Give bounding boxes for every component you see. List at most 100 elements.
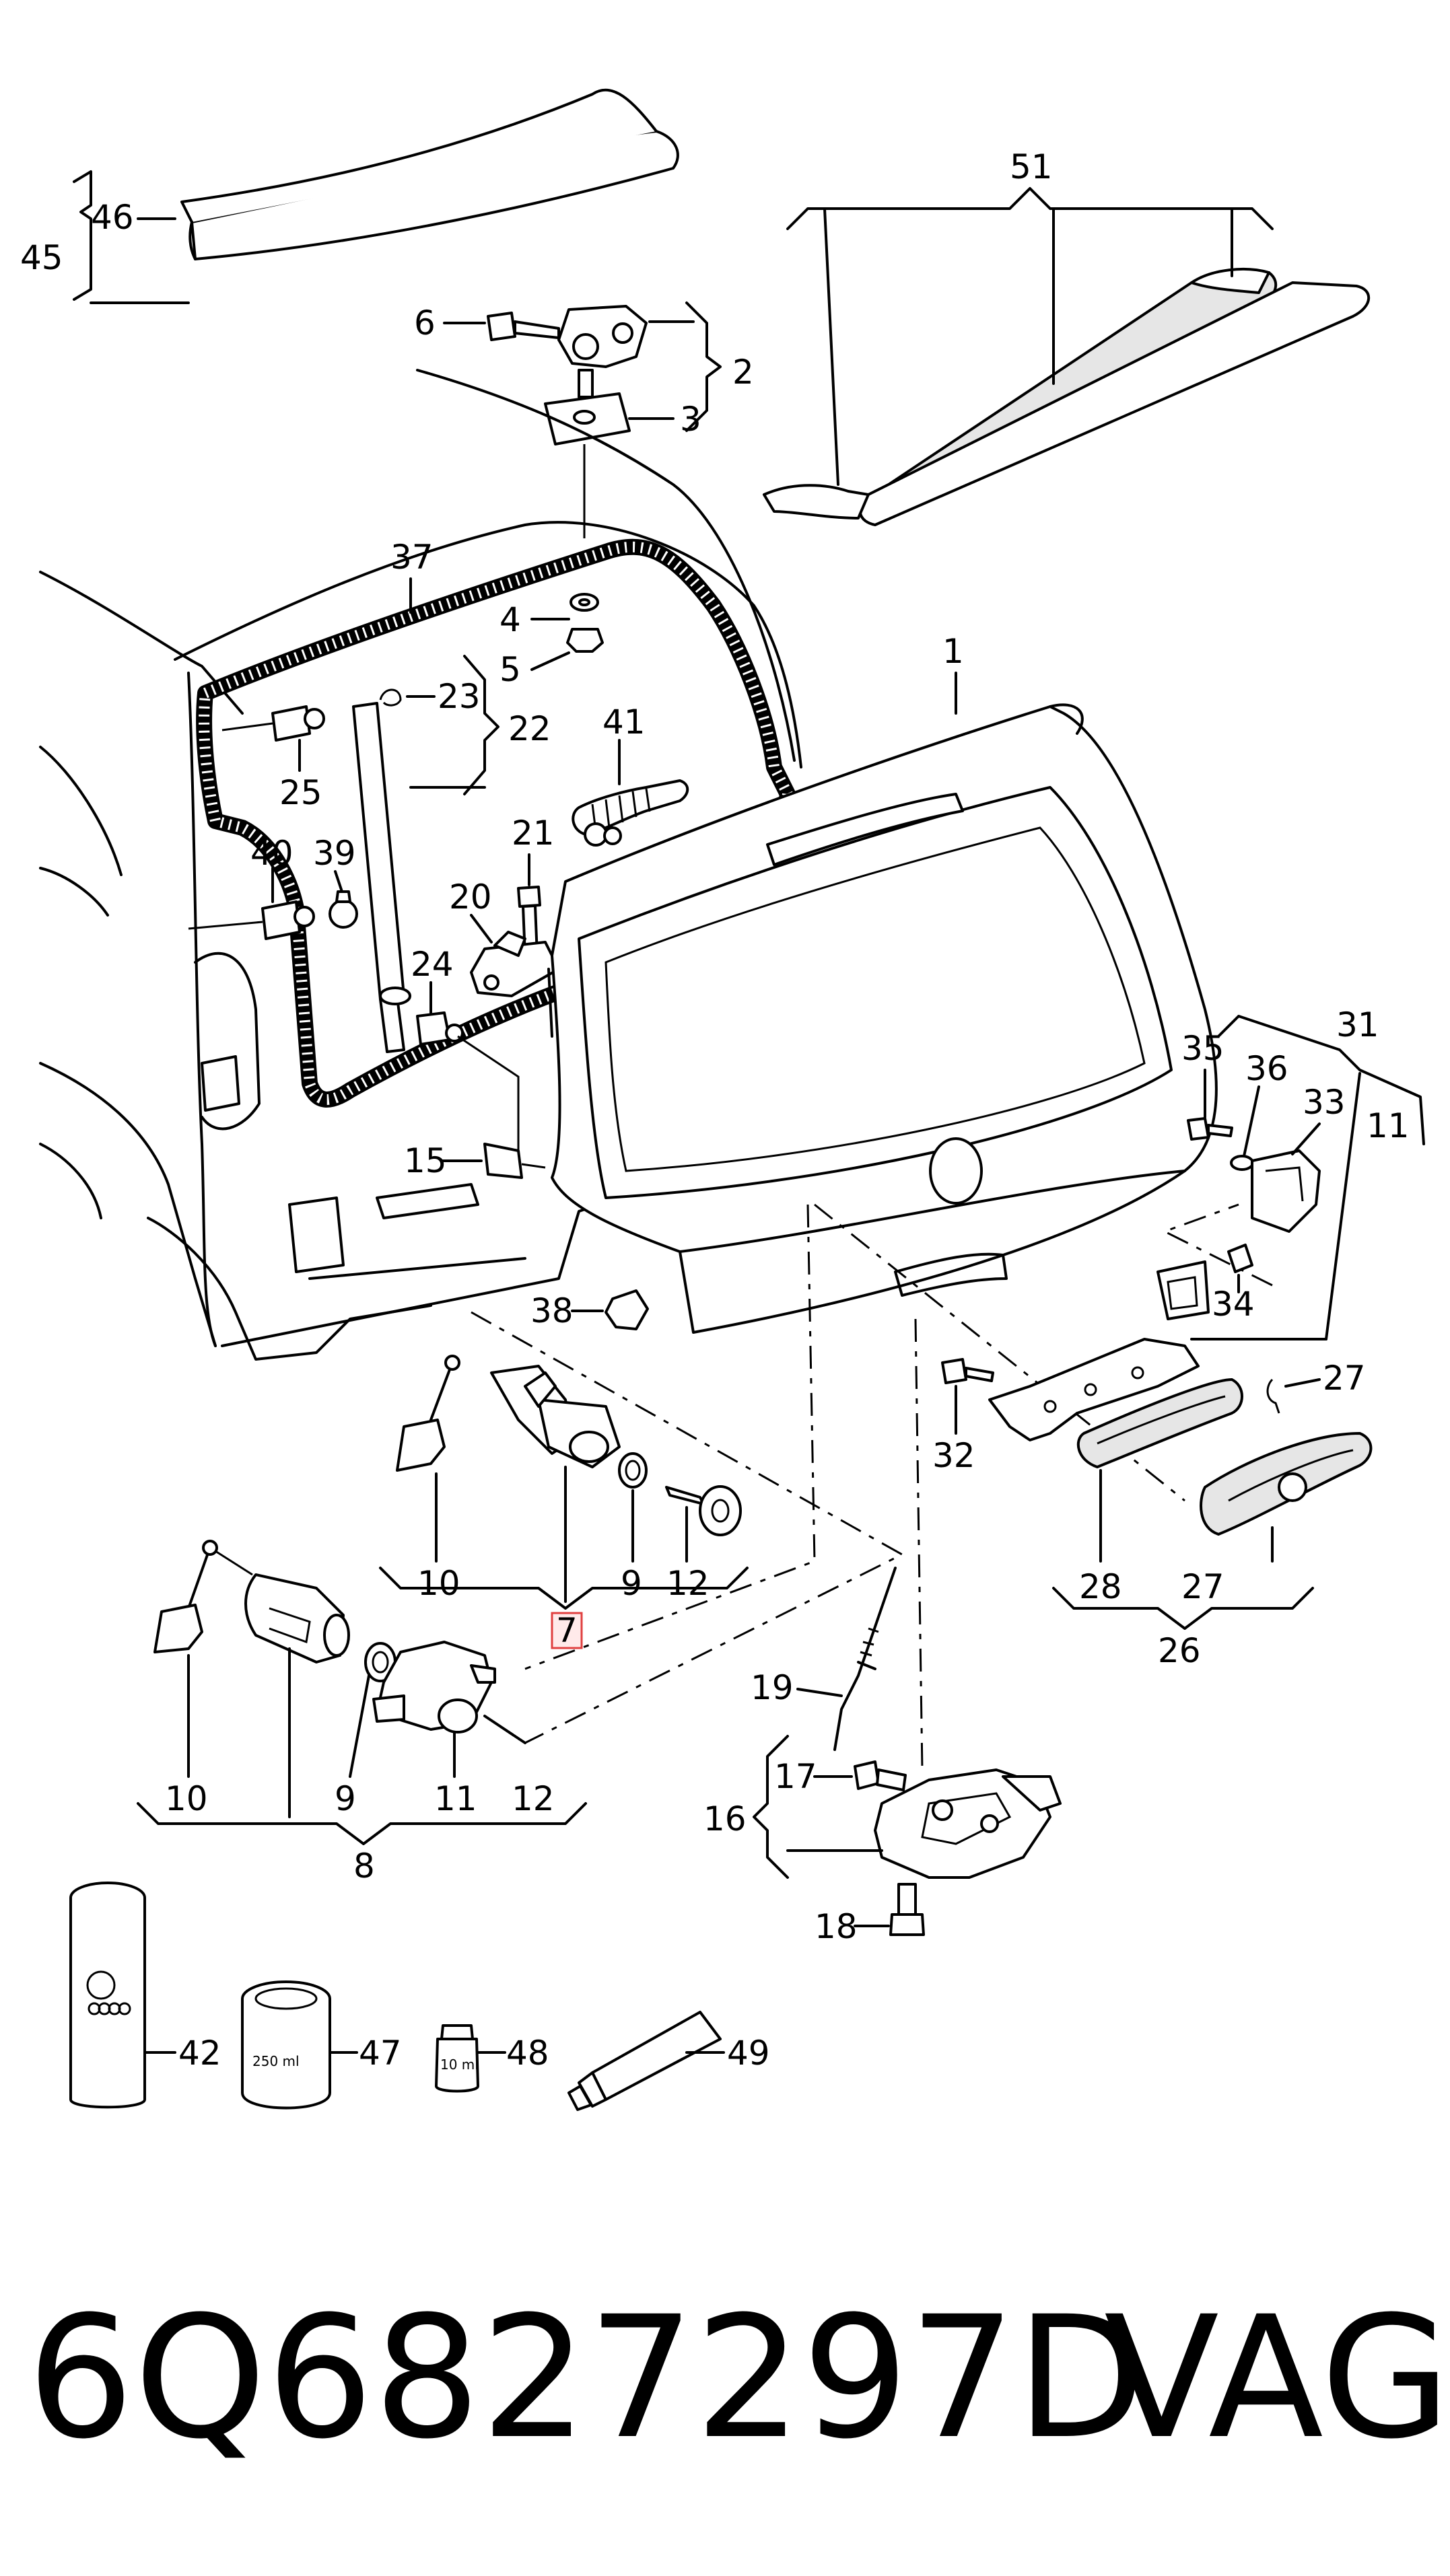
clip-27[interactable] xyxy=(1266,1378,1280,1414)
key-12a[interactable] xyxy=(665,1485,742,1536)
buffer-15[interactable] xyxy=(483,1143,546,1179)
ball-stud-24[interactable] xyxy=(416,1011,464,1046)
bottle-48[interactable]: 10 ml xyxy=(435,2024,479,2093)
callout-20[interactable]: 20 xyxy=(449,878,492,917)
rear-spoiler-51[interactable] xyxy=(763,268,1371,526)
seal-3[interactable] xyxy=(544,392,631,445)
callout-12a[interactable]: 12 xyxy=(666,1564,710,1603)
callout-28[interactable]: 28 xyxy=(1079,1567,1122,1606)
lock-body-11b[interactable] xyxy=(372,1641,496,1733)
callout-26[interactable]: 26 xyxy=(1158,1631,1201,1670)
callout-40[interactable]: 40 xyxy=(250,834,294,873)
callout-25[interactable]: 25 xyxy=(279,773,322,812)
callout-11a[interactable]: 11 xyxy=(1367,1106,1410,1145)
cap-38[interactable] xyxy=(605,1289,649,1330)
handle-28[interactable] xyxy=(1076,1378,1243,1468)
camera-housing-33[interactable] xyxy=(1251,1149,1321,1233)
callout-16[interactable]: 16 xyxy=(703,1799,747,1838)
clip-23[interactable] xyxy=(379,688,402,707)
callout-32[interactable]: 32 xyxy=(932,1436,975,1475)
bracket-20-link xyxy=(547,968,553,1038)
callout-47[interactable]: 47 xyxy=(359,2034,402,2073)
callout-24[interactable]: 24 xyxy=(411,945,454,984)
plate-bracket[interactable] xyxy=(1156,1260,1210,1320)
bracket-51 xyxy=(786,187,1274,230)
leader-31 xyxy=(1325,1072,1361,1340)
callout-33[interactable]: 33 xyxy=(1303,1083,1346,1122)
callout-34[interactable]: 34 xyxy=(1212,1285,1255,1324)
callout-18[interactable]: 18 xyxy=(815,1907,858,1946)
hinge-part-2[interactable] xyxy=(557,305,648,398)
callout-27a[interactable]: 27 xyxy=(1323,1359,1366,1398)
handle-cover-27[interactable] xyxy=(1200,1432,1373,1536)
callout-41[interactable]: 41 xyxy=(602,703,646,742)
callout-17[interactable]: 17 xyxy=(774,1757,817,1796)
callout-37[interactable]: 37 xyxy=(390,538,434,577)
gas-strut-22[interactable] xyxy=(352,702,411,1053)
callout-31[interactable]: 31 xyxy=(1336,1005,1379,1044)
callout-42[interactable]: 42 xyxy=(178,2034,221,2073)
rear-spoiler-45[interactable] xyxy=(180,88,679,260)
callout-38[interactable]: 38 xyxy=(530,1291,574,1330)
callout-2[interactable]: 2 xyxy=(732,353,754,392)
wiring-harness-41[interactable] xyxy=(572,779,689,847)
callout-5[interactable]: 5 xyxy=(499,650,521,689)
actuator-rod-10[interactable] xyxy=(396,1355,460,1472)
callout-11b[interactable]: 11 xyxy=(434,1779,477,1818)
ball-stud-25[interactable] xyxy=(221,705,325,742)
callout-12b[interactable]: 12 xyxy=(512,1779,555,1818)
callout-7[interactable]: 7 xyxy=(556,1611,578,1650)
bolt-32[interactable] xyxy=(941,1358,994,1384)
latch-rod-19[interactable] xyxy=(833,1567,897,1751)
clip-39[interactable] xyxy=(329,890,358,929)
washer-36[interactable] xyxy=(1230,1155,1254,1171)
bracket-16 xyxy=(753,1735,789,1879)
callout-10b[interactable]: 10 xyxy=(165,1779,208,1818)
lock-latch-16[interactable] xyxy=(874,1768,1062,1879)
tin-can-47[interactable]: 250 ml xyxy=(241,1980,331,2110)
handle-bracket[interactable] xyxy=(988,1338,1200,1441)
callout-4[interactable]: 4 xyxy=(499,600,521,639)
bolt-6[interactable] xyxy=(487,312,560,341)
callout-21[interactable]: 21 xyxy=(512,814,555,853)
tube-49[interactable] xyxy=(567,2011,722,2111)
callout-9a[interactable]: 9 xyxy=(621,1564,642,1603)
callout-51[interactable]: 51 xyxy=(1010,147,1053,186)
lock-motor-8[interactable] xyxy=(244,1573,350,1663)
circlip-9a[interactable] xyxy=(618,1452,648,1489)
bolt-18[interactable] xyxy=(889,1883,925,1936)
callout-23[interactable]: 23 xyxy=(438,677,481,716)
callout-8[interactable]: 8 xyxy=(353,1847,375,1886)
spray-can-42[interactable] xyxy=(69,1882,146,2109)
callout-19[interactable]: 19 xyxy=(751,1668,794,1707)
washer-4[interactable] xyxy=(569,593,599,612)
bracket-2 xyxy=(685,301,722,432)
bracket-20[interactable] xyxy=(470,931,560,997)
callout-15[interactable]: 15 xyxy=(404,1141,447,1180)
ball-stud-40[interactable] xyxy=(188,900,315,940)
tailgate-1[interactable] xyxy=(551,703,1218,1334)
callout-6[interactable]: 6 xyxy=(414,303,436,343)
switch-17[interactable] xyxy=(854,1760,907,1791)
bolt-35[interactable] xyxy=(1187,1117,1233,1141)
callout-36[interactable]: 36 xyxy=(1245,1049,1288,1088)
callout-35[interactable]: 35 xyxy=(1181,1029,1224,1068)
callout-22[interactable]: 22 xyxy=(508,709,551,748)
callout-9b[interactable]: 9 xyxy=(335,1779,356,1818)
callout-1[interactable]: 1 xyxy=(942,632,964,671)
callout-10a[interactable]: 10 xyxy=(417,1564,460,1603)
nut-5[interactable] xyxy=(566,628,604,653)
callout-49[interactable]: 49 xyxy=(727,2034,770,2073)
callout-48[interactable]: 48 xyxy=(506,2034,549,2073)
callout-3[interactable]: 3 xyxy=(680,400,701,439)
callout-46[interactable]: 46 xyxy=(91,198,134,237)
leader-27a xyxy=(1284,1378,1321,1388)
clip-34[interactable] xyxy=(1227,1244,1253,1273)
bracket-26 xyxy=(1052,1587,1314,1630)
lock-cylinder-housing-7[interactable] xyxy=(490,1365,621,1468)
callout-27b[interactable]: 27 xyxy=(1181,1567,1224,1606)
callout-45[interactable]: 45 xyxy=(20,238,63,277)
callout-39[interactable]: 39 xyxy=(313,834,356,873)
brand-name: VAG xyxy=(1104,2280,1450,2476)
actuator-rod-10b[interactable] xyxy=(153,1540,253,1653)
